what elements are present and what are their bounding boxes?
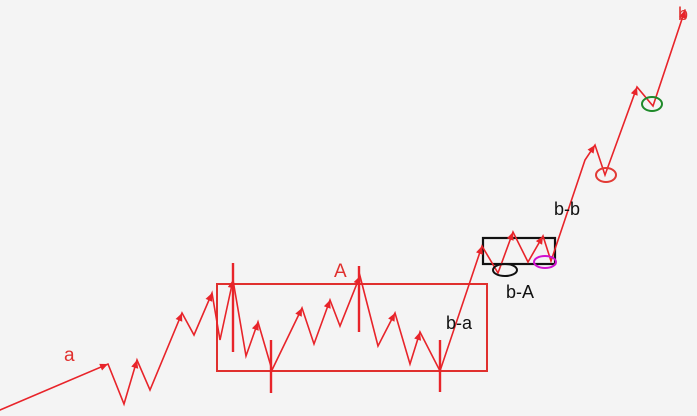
wave-arrowhead	[414, 332, 422, 341]
circle-green-low	[641, 96, 663, 112]
wave-arrowhead	[227, 280, 235, 289]
wave-arrowhead	[535, 236, 543, 245]
spike-markers	[231, 263, 442, 393]
circle-red-low	[595, 167, 617, 183]
wave-arrowhead	[587, 145, 595, 154]
wave-arrowhead	[476, 246, 483, 255]
wave-arrowhead	[353, 276, 361, 285]
wave-arrowhead	[323, 300, 331, 309]
label-wave-b: b	[678, 4, 688, 24]
wave-arrowhead	[679, 10, 686, 19]
label-wave-b-A: b-A	[506, 282, 534, 302]
label-wave-b-b: b-b	[554, 199, 580, 219]
wave-arrowheads	[99, 10, 686, 371]
wave-arrowhead	[388, 313, 395, 322]
wave-arrowhead	[205, 293, 213, 302]
wave-arrowhead	[506, 232, 514, 241]
wave-arrowhead	[131, 360, 139, 369]
wave-arrowhead	[295, 308, 302, 317]
circle-b-A-low	[492, 263, 518, 277]
price-wave-path	[0, 9, 686, 411]
circle-magenta-low	[533, 255, 557, 269]
label-wave-b-a: b-a	[446, 313, 473, 333]
wave-arrowhead	[630, 87, 638, 96]
wave-arrowhead	[99, 363, 108, 371]
wave-arrowhead	[175, 313, 183, 322]
label-wave-A: A	[334, 261, 347, 282]
label-wave-a: a	[64, 345, 75, 366]
wave-arrowhead	[251, 322, 259, 331]
range-box-A	[216, 283, 488, 372]
